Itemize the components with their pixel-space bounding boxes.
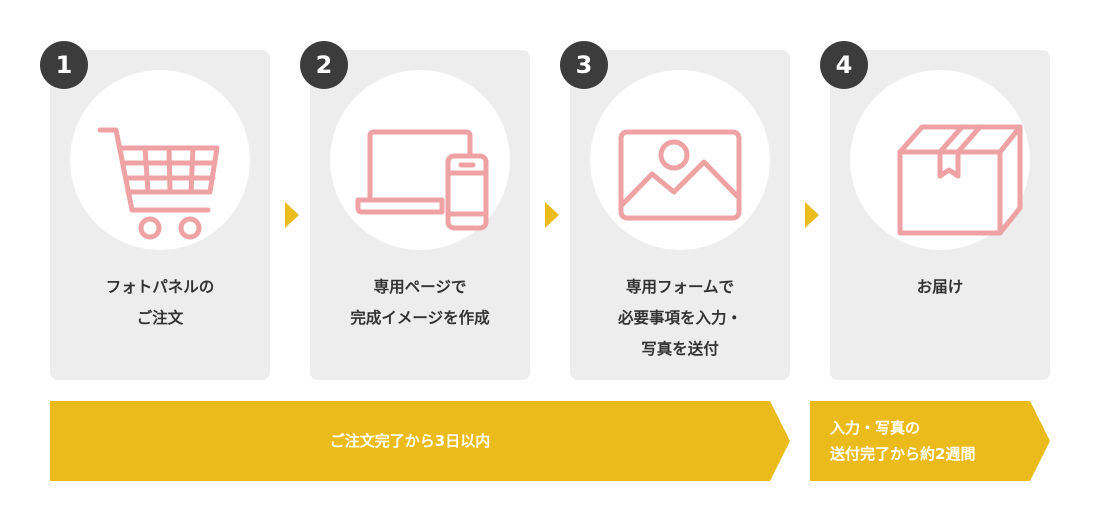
step-label: 専用ページで 完成イメージを作成	[310, 272, 530, 334]
step-card-1: フォトパネルの ご注文	[50, 50, 270, 380]
step-label-line: 必要事項を入力・	[617, 309, 742, 327]
banner-line: 送付完了から約2週間	[830, 445, 976, 463]
step-card-3: 専用フォームで 必要事項を入力・ 写真を送付	[570, 50, 790, 380]
step-card-2: 専用ページで 完成イメージを作成	[310, 50, 530, 380]
timeline-banner-delivery: 入力・写真の 送付完了から約2週間	[810, 401, 1050, 481]
arrow-right-icon	[285, 202, 299, 228]
banner-arrow-shape	[810, 401, 1050, 481]
step-icon-circle	[330, 70, 510, 250]
step-label: お届け	[830, 272, 1050, 303]
arrow-right-icon	[545, 202, 559, 228]
arrow-right-icon	[805, 202, 819, 228]
step-icon-circle	[850, 70, 1030, 250]
photo-image-icon	[618, 129, 742, 221]
step-label-line: 写真を送付	[641, 340, 719, 358]
timeline-banner-main: ご注文完了から3日以内	[50, 401, 790, 481]
step-icon-circle	[70, 70, 250, 250]
step-label: フォトパネルの ご注文	[50, 272, 270, 334]
step-number-badge-4: 4	[820, 41, 868, 89]
banner-line: 入力・写真の	[830, 419, 921, 437]
step-label-line: お届け	[916, 278, 964, 296]
step-icon-circle	[590, 70, 770, 250]
delivery-box-icon	[897, 124, 1023, 236]
step-label-line: 完成イメージを作成	[350, 309, 490, 327]
step-number-badge-3: 3	[560, 41, 608, 89]
step-label-line: フォトパネルの	[105, 278, 215, 296]
step-number-badge-1: 1	[40, 41, 88, 89]
step-label-line: 専用フォームで	[625, 278, 735, 296]
laptop-smartphone-icon	[355, 129, 489, 231]
step-label: 専用フォームで 必要事項を入力・ 写真を送付	[570, 272, 790, 365]
timeline-banner-text: 入力・写真の 送付完了から約2週間	[830, 415, 975, 467]
step-label-line: ご注文	[136, 309, 184, 327]
timeline-banner-text: ご注文完了から3日以内	[329, 432, 491, 450]
banner-arrow-shape	[50, 401, 790, 481]
step-card-4: お届け	[830, 50, 1050, 380]
step-number-badge-2: 2	[300, 41, 348, 89]
step-label-line: 専用ページで	[373, 278, 467, 296]
shopping-cart-icon	[97, 127, 220, 240]
